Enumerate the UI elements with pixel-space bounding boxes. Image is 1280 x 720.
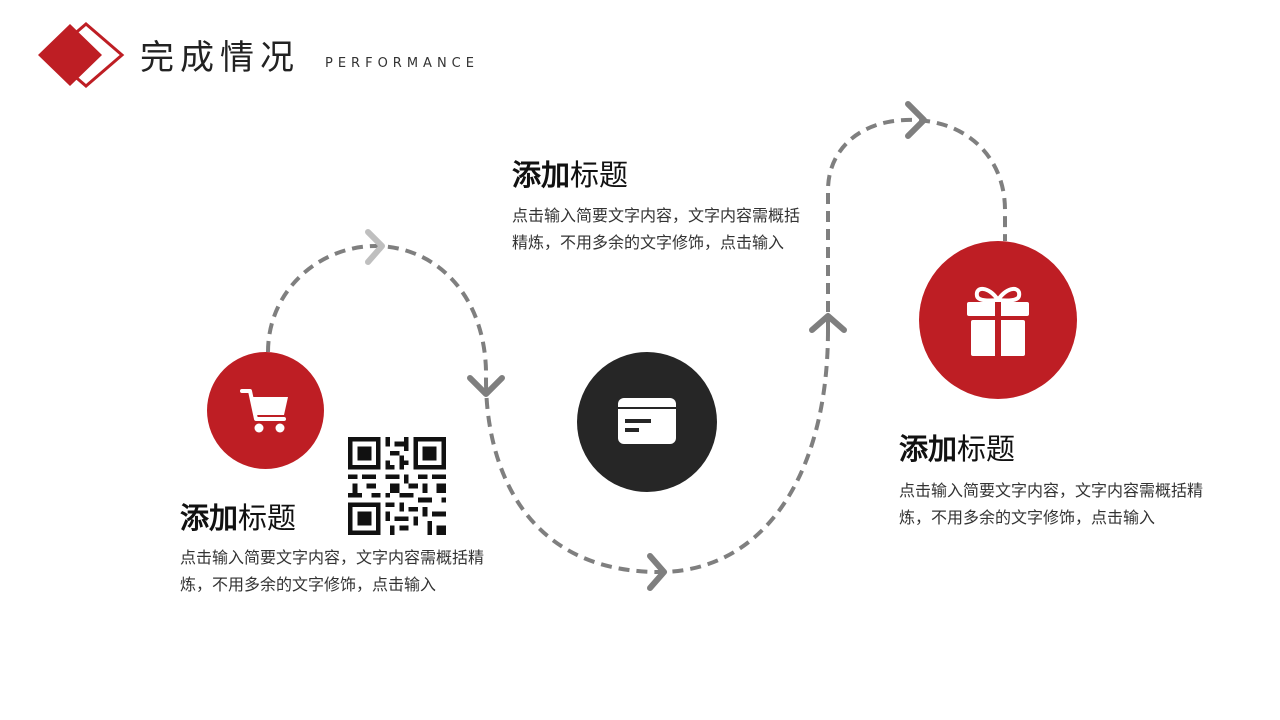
shopping-cart-icon [239,388,288,432]
step-1-title-bold: 添加 [180,501,239,535]
step-3-title: 添加标题 [899,431,1015,467]
page-subtitle: PERFORMANCE [325,56,479,71]
step-2-title-bold: 添加 [512,158,571,192]
logo-diamond-icon [38,22,125,88]
arrow-right-icon [905,101,927,139]
step-2-title: 添加标题 [512,157,628,193]
arrow-up-icon [809,313,847,333]
step-3-title-rest: 标题 [957,432,1016,466]
step-1-text: 点击输入简要文字内容，文字内容需概括精炼，不用多余的文字修饰，点击输入 [180,548,485,594]
step-3-circle [919,241,1077,399]
step-3-text: 点击输入简要文字内容，文字内容需概括精炼，不用多余的文字修饰，点击输入 [899,481,1204,527]
page-title: 完成情况 [140,38,300,78]
step-2-title-rest: 标题 [570,158,629,192]
step-1-circle [207,352,324,469]
step-2-text: 点击输入简要文字内容，文字内容需概括精炼，不用多余的文字修饰，点击输入 [512,206,801,252]
step-1-title: 添加标题 [180,500,296,536]
qr-code-icon [348,437,446,535]
card-icon [618,398,676,444]
step-2-circle [577,352,717,492]
step-1-title-rest: 标题 [238,501,297,535]
arrow-right-icon [365,229,385,265]
step-3-title-bold: 添加 [899,432,958,466]
gift-icon [967,287,1029,356]
arrow-right-icon [647,553,667,591]
arrow-down-icon [467,375,505,397]
